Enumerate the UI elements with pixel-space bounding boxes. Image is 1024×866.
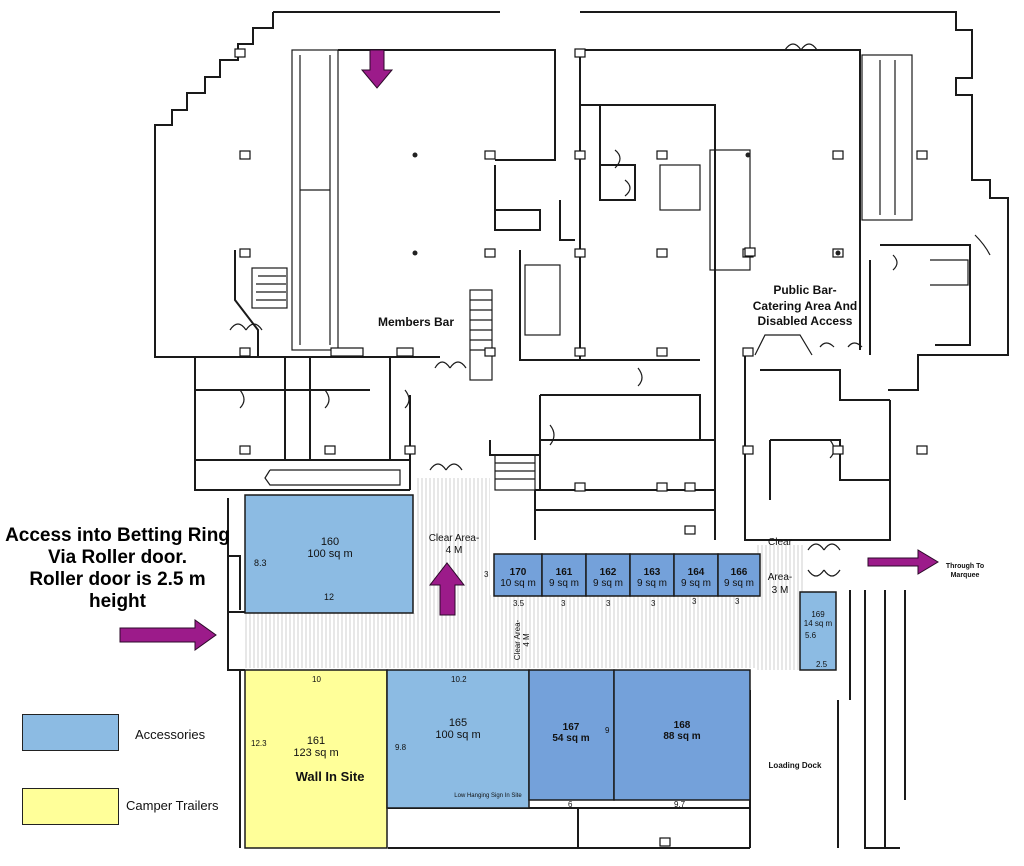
site-dim-bottom: 6 [568, 800, 573, 809]
site-area: 14 sq m [804, 619, 833, 628]
site-162[interactable]: 162 9 sq m 3 [585, 553, 631, 608]
public-bar-label-1: Public Bar- [773, 283, 836, 297]
legend-campers-swatch [22, 788, 119, 825]
wall-in-site-label: Wall In Site [296, 769, 365, 784]
site-166[interactable]: 166 9 sq m 3 [717, 553, 761, 606]
site-number: 165 [449, 717, 467, 729]
site-number: 162 [600, 567, 617, 578]
clear-area-2: Clear Area- 4 M [513, 619, 531, 660]
site-area: 100 sq m [435, 729, 480, 741]
walkways [245, 478, 805, 670]
site-number: 161 [307, 735, 325, 747]
clear-area-2-line1: Clear Area- [513, 619, 522, 660]
site-dim-bottom: 3 [651, 599, 656, 608]
site-dim-side: 3 [484, 570, 489, 579]
site-dim-side: 9.8 [395, 743, 407, 752]
site-161-small[interactable]: 161 9 sq m 3 [541, 553, 587, 608]
site-area: 9 sq m [593, 578, 623, 589]
site-number: 169 [811, 610, 825, 619]
clear-area-1-line2: 4 M [446, 545, 463, 556]
clear-area-2-line2: 4 M [522, 633, 531, 647]
site-area: 100 sq m [307, 548, 352, 560]
site-area: 9 sq m [724, 578, 754, 589]
site-number: 161 [556, 567, 573, 578]
arrow-down-icon [360, 49, 394, 89]
members-bar-label: Members Bar [378, 315, 454, 329]
site-169[interactable]: 169 14 sq m 5.6 2.5 [799, 591, 837, 671]
clear-area-3-line1: Clear [768, 537, 793, 548]
site-dim-bottom: 9.7 [674, 800, 686, 809]
building-walls [154, 11, 1009, 849]
site-161-large[interactable]: 161 123 sq m 10 12.3 Wall In Site [244, 669, 388, 849]
site-dim-side: 5.6 [805, 631, 817, 640]
through-marquee-2: Marquee [951, 572, 980, 579]
site-168[interactable]: 168 88 sq m 9.7 [613, 669, 751, 809]
site-area: 9 sq m [637, 578, 667, 589]
public-bar-label-2: Catering Area And [753, 299, 857, 313]
site-area: 9 sq m [681, 578, 711, 589]
site-167[interactable]: 167 54 sq m 9 6 [528, 669, 615, 809]
low-hanging-sign-note: Low Hanging Sign In Site [454, 793, 522, 799]
site-dim-side: 12.3 [251, 739, 267, 748]
site-170[interactable]: 170 10 sq m 3 3.5 [484, 553, 543, 608]
site-number: 166 [731, 567, 748, 578]
site-164[interactable]: 164 9 sq m 3 [673, 553, 719, 606]
site-area: 88 sq m [663, 731, 700, 742]
site-dim-top: 10.2 [451, 675, 467, 684]
site-number: 170 [510, 567, 527, 578]
access-note-line3: Roller door is 2.5 m height [29, 569, 206, 612]
access-note: Access into Betting Ring Via Roller door… [5, 525, 230, 613]
site-area: 10 sq m [500, 578, 536, 589]
site-163[interactable]: 163 9 sq m 3 [629, 553, 675, 608]
arrow-right-icon [119, 619, 217, 651]
site-165[interactable]: 165 100 sq m 10.2 9.8 Low Hanging Sign I… [386, 669, 530, 809]
through-marquee-1: Through To [946, 563, 984, 570]
site-160[interactable]: 160 100 sq m 8.3 12 [244, 494, 414, 614]
site-number: 168 [674, 720, 691, 731]
site-dim-bottom: 3 [692, 597, 697, 606]
site-dim-side: 8.3 [254, 558, 267, 568]
site-area: 9 sq m [549, 578, 579, 589]
site-number: 167 [563, 722, 580, 733]
site-area: 123 sq m [293, 747, 338, 759]
site-number: 163 [644, 567, 661, 578]
doors [229, 43, 991, 577]
clear-area-3-line3: 3 M [772, 585, 789, 596]
access-note-line1: Access into Betting Ring [5, 525, 230, 546]
site-dim-bottom: 3 [606, 599, 611, 608]
clear-area-3-line2: Area- [768, 572, 792, 583]
site-dim-bottom: 12 [324, 592, 334, 602]
legend-accessories-label: Accessories [135, 727, 206, 742]
clear-area-1-line1: Clear Area- [429, 533, 480, 544]
loading-dock-label: Loading Dock [769, 761, 822, 770]
site-dim-bottom: 3.5 [513, 599, 525, 608]
site-dim-bottom: 3 [735, 597, 740, 606]
public-bar-label-3: Disabled Access [758, 314, 853, 328]
legend-accessories-swatch [22, 714, 119, 751]
site-dim-bottom: 2.5 [816, 660, 828, 669]
legend-campers-label: Camper Trailers [126, 798, 219, 813]
arrow-right-marquee-icon [867, 549, 939, 575]
site-number: 160 [321, 536, 339, 548]
ceiling-points [412, 152, 841, 256]
site-dim-bottom: 3 [561, 599, 566, 608]
access-note-line2: Via Roller door. [47, 547, 188, 568]
site-dim-top: 10 [312, 675, 321, 684]
site-number: 164 [688, 567, 705, 578]
site-dim-side: 9 [605, 726, 610, 735]
arrow-up-icon [428, 562, 466, 616]
site-area: 54 sq m [552, 733, 589, 744]
